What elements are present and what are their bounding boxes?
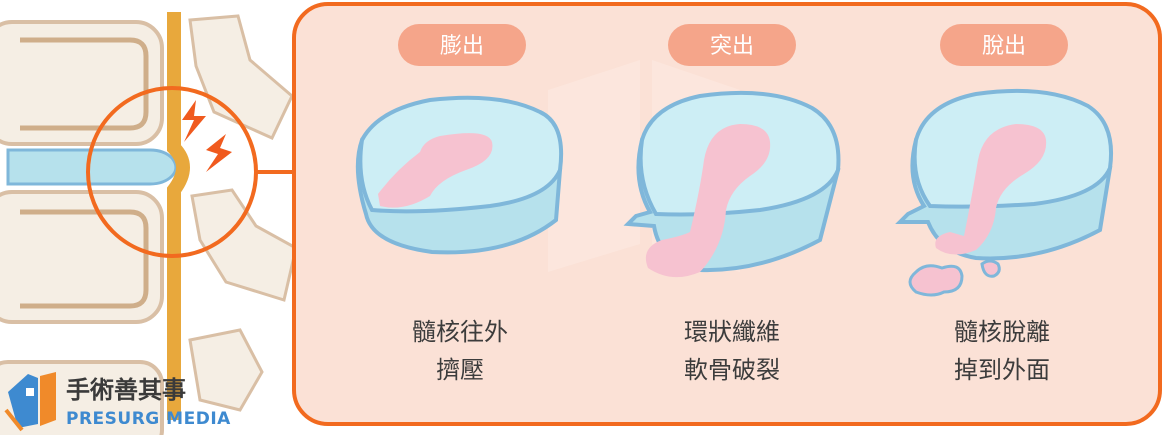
brand-logo: 手術善其事 PRESURG MEDIA [4,372,231,432]
spinal-nerve [167,12,190,420]
caption-stage-1: 髓核往外 擠壓 [412,318,508,384]
disc-nucleus [645,124,771,278]
disc-nucleus [378,133,493,208]
extruded-fragment-large [908,264,964,297]
stage-extrusion: 脫出 [895,24,1113,297]
stage-badge-bg [398,24,526,66]
posterior-process-lower [190,188,298,302]
vertebra-lower-inner [20,209,149,309]
intervertebral-disc [6,148,178,186]
brand-name-zh: 手術善其事 [66,376,186,404]
stage-badge-label: 膨出 [440,34,484,59]
brand-logo-icon [4,372,56,432]
caption-stage-2: 環狀纖維 軟骨破裂 [684,318,780,384]
caption-line: 環狀纖維 [684,318,780,346]
stage-badge-label: 突出 [710,34,754,59]
pain-bolt-upper [182,100,206,142]
posterior-process-bottom [188,328,264,412]
caption-line: 軟骨破裂 [684,356,780,384]
caption-line: 擠壓 [436,356,484,384]
stage-bulge: 膨出 [355,24,564,255]
spine-illustration [0,12,298,435]
caption-line: 掉到外面 [954,356,1050,384]
stage-protrusion: 突出 [623,24,841,278]
vertebra-upper-inner [20,37,149,131]
caption-line: 髓核往外 [412,318,508,346]
extruded-fragment-small [980,259,1001,278]
brand-name-en: PRESURG MEDIA [66,409,231,429]
disc-nucleus [935,124,1047,255]
caption-stage-3: 髓核脫離 掉到外面 [954,318,1050,384]
posterior-process-upper [188,14,294,140]
vertebra-upper [0,20,164,146]
caption-line: 髓核脫離 [954,318,1050,346]
stage-badge-bg [668,24,796,66]
pain-bolt-lower [206,134,232,172]
stage-badge-label: 脫出 [982,34,1026,59]
stage-badge-bg [940,24,1068,66]
